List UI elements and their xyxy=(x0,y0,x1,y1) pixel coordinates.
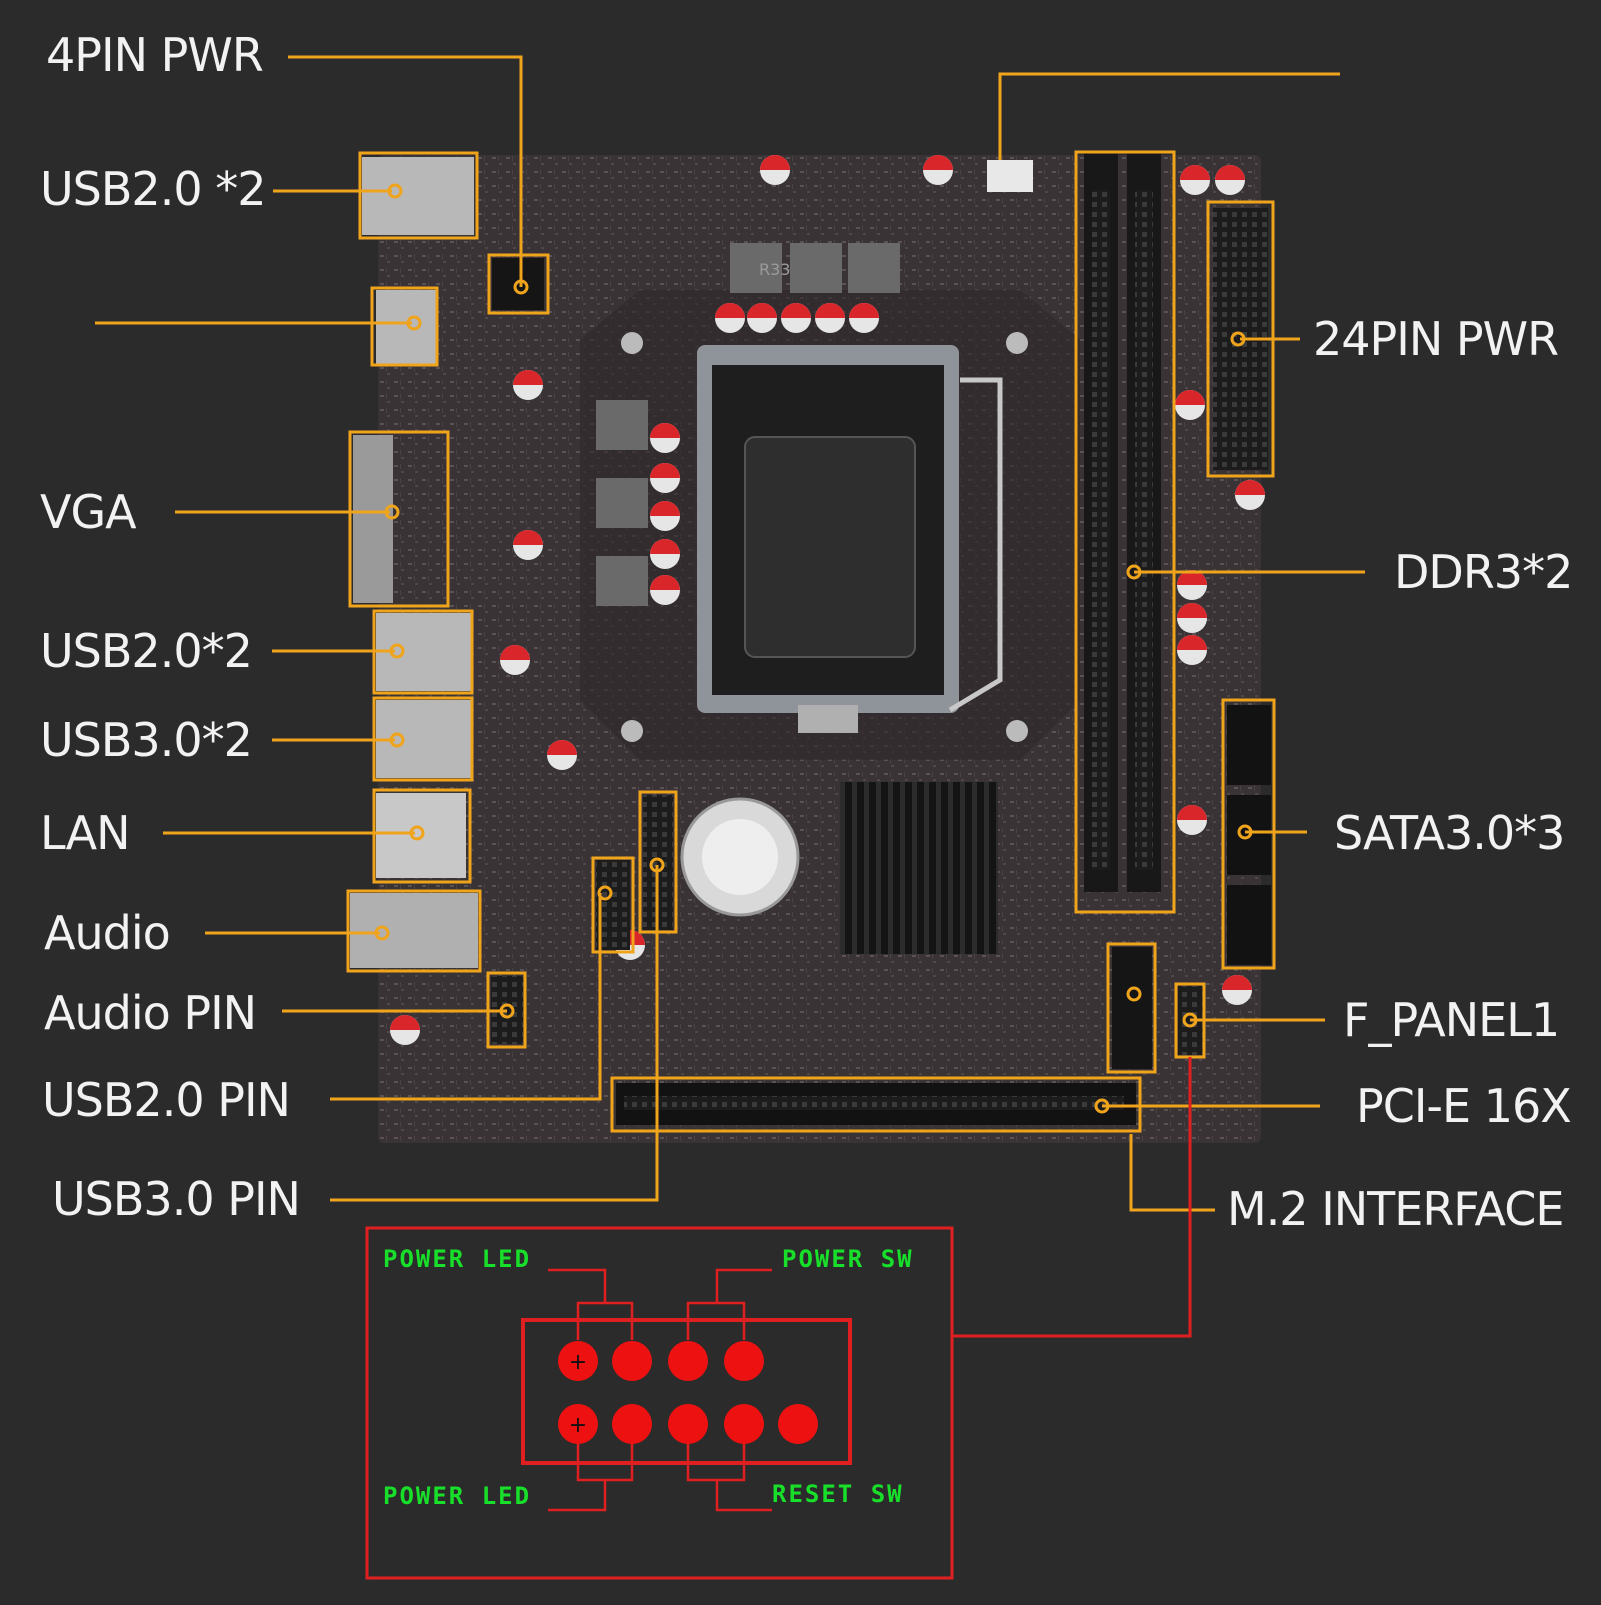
leader-lines xyxy=(95,55,1365,1212)
pin-power-sw-1 xyxy=(668,1341,708,1381)
capacitor-top xyxy=(1177,805,1207,820)
capacitor-top xyxy=(650,501,680,516)
capacitor-top xyxy=(1177,570,1207,585)
capacitor-top xyxy=(747,303,777,318)
fpanel-outline-box xyxy=(365,1226,954,1580)
capacitor-top xyxy=(1177,635,1207,650)
pin-power-led-plus-top xyxy=(558,1341,598,1381)
label-usb20-pin: USB2.0 PIN xyxy=(42,1073,291,1127)
callout-boxes xyxy=(346,150,1276,1133)
pin-nc xyxy=(778,1404,818,1444)
sata-ports xyxy=(1227,705,1271,965)
m2-slot xyxy=(1112,947,1152,1069)
label-power-led-top: POWER LED xyxy=(383,1245,532,1273)
capacitor-top xyxy=(1215,165,1245,180)
pin-power-led-minus-bottom xyxy=(612,1404,652,1444)
capacitor-top xyxy=(500,645,530,660)
capacitor-top xyxy=(547,740,577,755)
label-sata: SATA3.0*3 xyxy=(1334,806,1565,860)
label-usb20-top: USB2.0 *2 xyxy=(40,162,266,216)
capacitor-top xyxy=(849,303,879,318)
vrm-chokes: R33 xyxy=(596,243,900,606)
label-audio-pin: Audio PIN xyxy=(44,986,257,1040)
ram-slots xyxy=(1084,152,1161,892)
capacitor-top xyxy=(513,530,543,545)
fan-header xyxy=(987,160,1033,192)
label-lan: LAN xyxy=(40,806,131,860)
fpanel-pin-box xyxy=(521,1318,852,1465)
label-reset-sw: RESET SW xyxy=(772,1480,904,1508)
plus-sign-top: + xyxy=(569,1350,587,1375)
label-power-sw: POWER SW xyxy=(782,1245,914,1273)
header-pins xyxy=(558,1341,818,1444)
label-ddr3: DDR3*2 xyxy=(1394,545,1573,599)
capacitor-top xyxy=(923,155,953,170)
chipset-heatsink xyxy=(840,782,998,954)
label-vga: VGA xyxy=(40,485,137,539)
capacitor-top xyxy=(650,423,680,438)
label-pcie: PCI-E 16X xyxy=(1356,1079,1572,1133)
capacitor-top xyxy=(781,303,811,318)
usb20-header xyxy=(596,860,630,950)
label-audio: Audio xyxy=(44,906,171,960)
label-4pin-pwr: 4PIN PWR xyxy=(46,28,264,82)
capacitor-top xyxy=(1180,165,1210,180)
pin-power-sw-2 xyxy=(724,1341,764,1381)
pin-brackets xyxy=(548,1268,772,1512)
capacitor-top xyxy=(650,575,680,590)
capacitor-top xyxy=(815,303,845,318)
capacitor-top xyxy=(513,370,543,385)
capacitor-top xyxy=(760,155,790,170)
cpu-4pin-connector xyxy=(492,258,544,310)
label-usb30: USB3.0*2 xyxy=(40,713,253,767)
fpanel-pinout: + + xyxy=(365,1057,1192,1580)
pin-power-led-plus-bottom xyxy=(558,1404,598,1444)
label-fpanel: F_PANEL1 xyxy=(1343,993,1560,1047)
pin-reset-sw-1 xyxy=(668,1404,708,1444)
capacitor-top xyxy=(1235,480,1265,495)
capacitors xyxy=(390,155,1265,1045)
capacitor-top xyxy=(715,303,745,318)
capacitor-top xyxy=(650,463,680,478)
cmos-battery xyxy=(680,797,800,917)
capacitor-top xyxy=(650,539,680,554)
label-24pin-pwr: 24PIN PWR xyxy=(1313,312,1559,366)
choke-marking: R33 xyxy=(759,260,790,279)
label-power-led-bottom: POWER LED xyxy=(383,1482,532,1510)
label-m2: M.2 INTERFACE xyxy=(1227,1182,1564,1236)
fpanel-leader-line xyxy=(952,1057,1192,1338)
rear-io xyxy=(350,157,478,968)
capacitor-top xyxy=(1177,603,1207,618)
plus-sign-bottom: + xyxy=(569,1413,587,1438)
anchor-markers xyxy=(374,183,1253,1114)
label-usb20-mid: USB2.0*2 xyxy=(40,624,253,678)
capacitor-top xyxy=(390,1015,420,1030)
pin-reset-sw-2 xyxy=(724,1404,764,1444)
pin-power-led-minus-top xyxy=(612,1341,652,1381)
capacitor-top xyxy=(1222,975,1252,990)
capacitor-top xyxy=(1175,390,1205,405)
cpu-socket xyxy=(697,345,1003,733)
label-usb30-pin: USB3.0 PIN xyxy=(52,1172,301,1226)
